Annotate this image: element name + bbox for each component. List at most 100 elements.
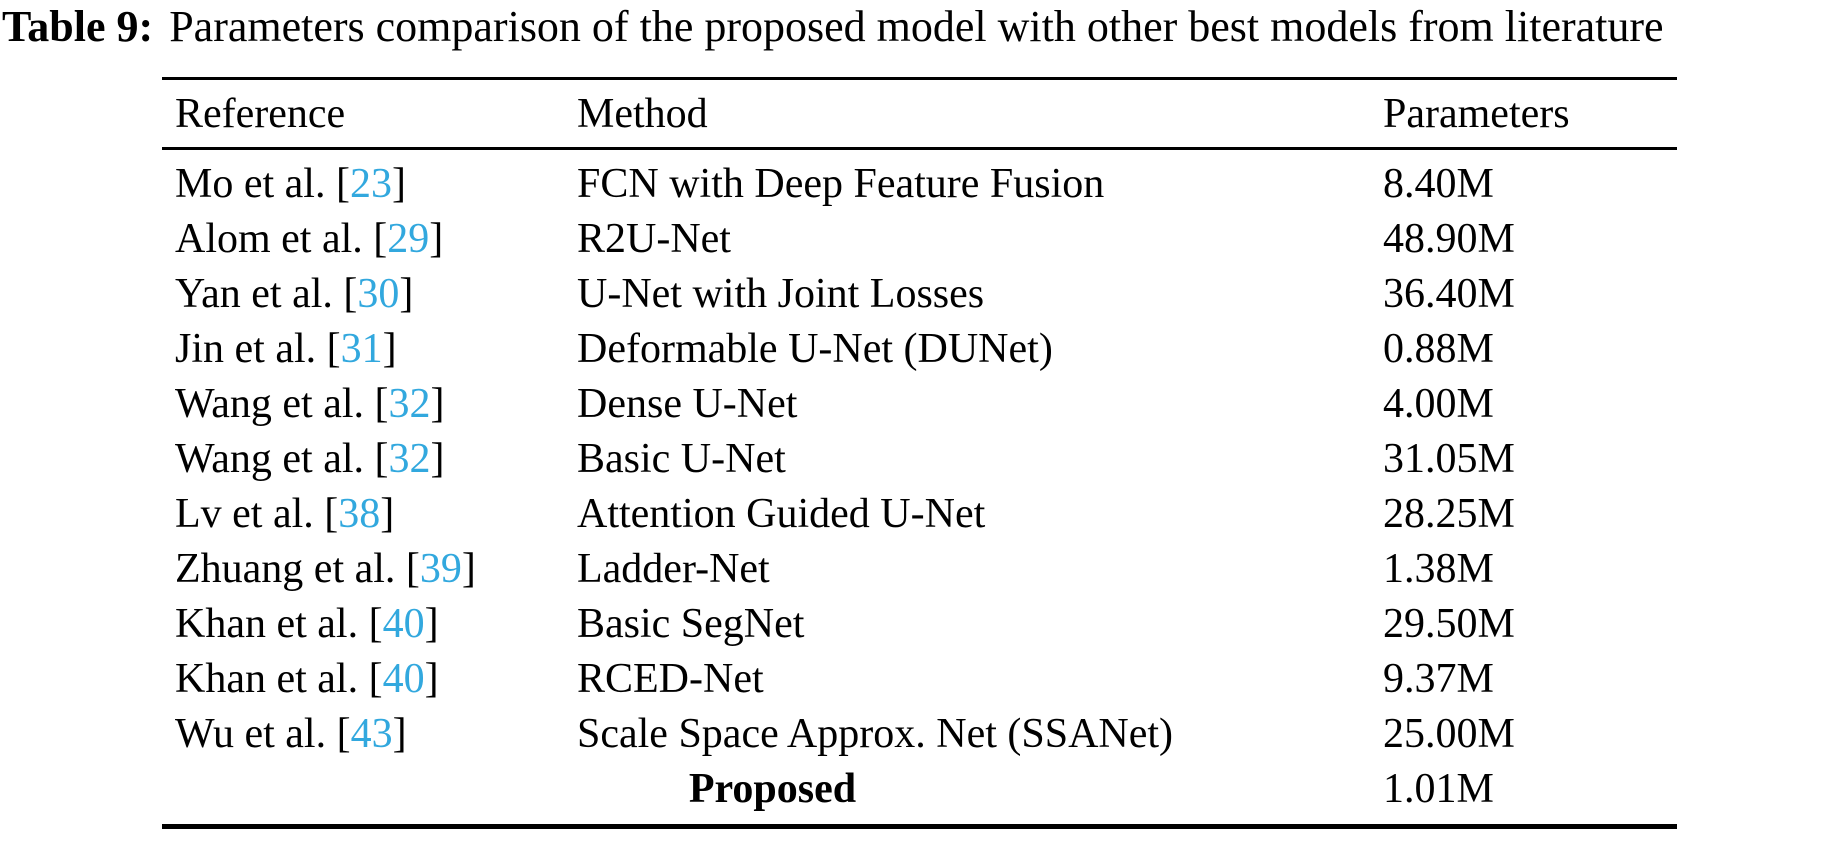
parameters-cell: 4.00M [1383,380,1494,427]
reference-author: Wang et al. [175,435,375,482]
parameters-cell: 25.00M [1383,710,1515,757]
table-row: Lv et al. [38] Attention Guided U-Net 28… [162,486,1677,541]
citation-link[interactable]: 32 [388,380,431,427]
method-cell: Attention Guided U-Net [577,490,986,537]
table-row: Wang et al. [32] Basic U-Net 31.05M [162,431,1677,486]
citation-bracket-close: ] [391,160,406,207]
method-cell: FCN with Deep Feature Fusion [577,160,1105,207]
citation-bracket-close: ] [424,655,439,702]
reference-author: Alom et al. [175,215,374,262]
table-row: Wu et al. [43] Scale Space Approx. Net (… [162,706,1677,761]
citation-bracket-close: ] [424,600,439,647]
method-cell: RCED-Net [577,655,764,702]
citation-bracket-open: [ [343,270,358,317]
citation-bracket-open: [ [373,215,388,262]
table-caption-label: Table 9: [2,2,154,51]
citation-bracket-close: ] [380,490,395,537]
table-row: Khan et al. [40] Basic SegNet 29.50M [162,596,1677,651]
citation-link[interactable]: 39 [419,545,462,592]
reference-cell: Wang et al. [32] [162,435,577,483]
method-cell: Dense U-Net [577,380,798,427]
table-row: Jin et al. [31] Deformable U-Net (DUNet)… [162,321,1677,376]
parameters-cell: 31.05M [1383,435,1515,482]
parameters-cell: 0.88M [1383,325,1494,372]
citation-link[interactable]: 32 [388,435,431,482]
citation-link[interactable]: 40 [382,655,425,702]
column-header-reference: Reference [175,90,346,137]
reference-cell: Alom et al. [29] [162,215,577,263]
citation-link[interactable]: 38 [338,490,381,537]
table-body: Mo et al. [23] FCN with Deep Feature Fus… [162,150,1677,829]
citation-bracket-close: ] [461,545,476,592]
citation-bracket-open: [ [368,655,383,702]
parameters-cell: 1.01M [1383,765,1494,812]
citation-bracket-close: ] [429,215,444,262]
table-caption: Table 9: Parameters comparison of the pro… [2,2,1834,53]
reference-author: Jin et al. [175,325,327,372]
table-row-proposed: Proposed 1.01M [162,761,1677,816]
reference-cell: Wang et al. [32] [162,380,577,428]
reference-cell: Lv et al. [38] [162,490,577,538]
citation-bracket-open: [ [336,710,351,757]
table-row: Wang et al. [32] Dense U-Net 4.00M [162,376,1677,431]
reference-cell: Jin et al. [31] [162,325,577,373]
table-row: Yan et al. [30] U-Net with Joint Losses … [162,266,1677,321]
reference-cell: Khan et al. [40] [162,600,577,648]
reference-author: Wu et al. [175,710,337,757]
parameters-cell: 8.40M [1383,160,1494,207]
reference-cell: Zhuang et al. [39] [162,545,577,593]
method-cell: R2U-Net [577,215,731,262]
reference-author: Yan et al. [175,270,344,317]
method-cell: U-Net with Joint Losses [577,270,985,317]
citation-link[interactable]: 40 [382,600,425,647]
parameters-cell: 1.38M [1383,545,1494,592]
citation-link[interactable]: 29 [387,215,430,262]
reference-cell: Yan et al. [30] [162,270,577,318]
table-caption-text: Parameters comparison of the proposed mo… [169,2,1664,51]
reference-author: Lv et al. [175,490,325,537]
method-cell: Basic U-Net [577,435,786,482]
reference-cell: Wu et al. [43] [162,710,577,758]
method-cell: Scale Space Approx. Net (SSANet) [577,710,1174,757]
reference-author: Zhuang et al. [175,545,406,592]
reference-author: Mo et al. [175,160,336,207]
citation-bracket-close: ] [430,435,445,482]
citation-bracket-close: ] [392,710,407,757]
reference-author: Wang et al. [175,380,375,427]
citation-link[interactable]: 31 [340,325,383,372]
citation-link[interactable]: 23 [349,160,392,207]
citation-bracket-close: ] [399,270,414,317]
citation-bracket-open: [ [335,160,350,207]
citation-link[interactable]: 30 [357,270,400,317]
parameters-cell: 48.90M [1383,215,1515,262]
citation-bracket-open: [ [324,490,339,537]
table-row: Zhuang et al. [39] Ladder-Net 1.38M [162,541,1677,596]
citation-link[interactable]: 43 [350,710,393,757]
table-row: Alom et al. [29] R2U-Net 48.90M [162,211,1677,266]
reference-author: Khan et al. [175,655,369,702]
column-header-method: Method [577,90,708,137]
table-row: Mo et al. [23] FCN with Deep Feature Fus… [162,156,1677,211]
method-cell: Basic SegNet [577,600,805,647]
citation-bracket-open: [ [374,380,389,427]
reference-author: Khan et al. [175,600,369,647]
table-row: Khan et al. [40] RCED-Net 9.37M [162,651,1677,706]
table-header-row: Reference Method Parameters [162,80,1677,150]
parameters-cell: 36.40M [1383,270,1515,317]
citation-bracket-open: [ [368,600,383,647]
method-cell: Deformable U-Net (DUNet) [577,325,1053,372]
parameters-cell: 9.37M [1383,655,1494,702]
parameters-cell: 28.25M [1383,490,1515,537]
parameters-comparison-table: Reference Method Parameters Mo et al. [2… [162,77,1677,829]
citation-bracket-open: [ [374,435,389,482]
parameters-cell: 29.50M [1383,600,1515,647]
proposed-method-cell: Proposed [688,765,857,812]
citation-bracket-close: ] [430,380,445,427]
reference-cell: Mo et al. [23] [162,160,577,208]
citation-bracket-open: [ [405,545,420,592]
citation-bracket-close: ] [382,325,397,372]
reference-cell: Khan et al. [40] [162,655,577,703]
method-cell: Ladder-Net [577,545,770,592]
citation-bracket-open: [ [326,325,341,372]
